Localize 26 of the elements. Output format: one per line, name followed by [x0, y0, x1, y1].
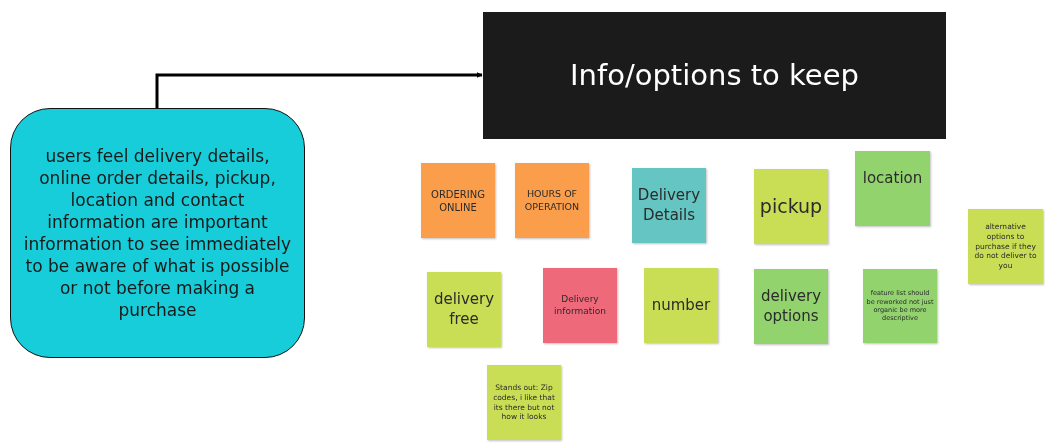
note-text: pickup — [759, 194, 823, 219]
note-text: users feel delivery details, online order details, pickup, location and contact information are important information to see immediately to be aware of what is possible or not before making a purchase — [22, 144, 293, 322]
sticky-note — [863, 269, 937, 343]
sticky-note — [754, 269, 828, 344]
note-text: location — [862, 169, 923, 189]
sticky-note — [421, 163, 495, 238]
note-box — [10, 108, 305, 358]
note-text: HOURS OF OPERATION — [523, 188, 581, 213]
heading-box — [483, 12, 946, 139]
note-text: Info/options to keep — [570, 56, 859, 94]
sticky-note — [754, 169, 828, 244]
sticky-note — [543, 268, 617, 343]
note-text: delivery free — [432, 290, 496, 329]
sticky-note — [855, 151, 930, 226]
note-text: ORDERING ONLINE — [430, 187, 486, 214]
note-text: number — [651, 295, 711, 316]
note-text: Delivery Details — [636, 186, 702, 225]
sticky-note — [515, 163, 589, 238]
sticky-note — [487, 365, 561, 440]
note-text: delivery options — [759, 287, 823, 326]
sticky-note — [968, 209, 1043, 284]
sticky-note — [632, 168, 706, 243]
note-text: Delivery information — [553, 293, 607, 318]
sticky-note — [644, 268, 718, 343]
sticky-note — [427, 272, 501, 347]
arrow — [155, 72, 483, 108]
